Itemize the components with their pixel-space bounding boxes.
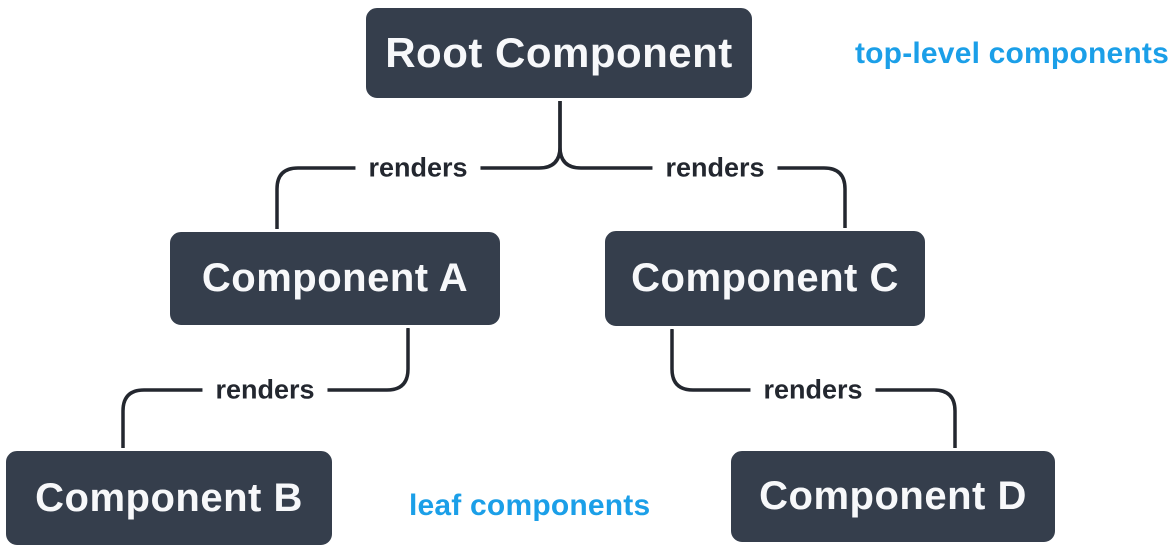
node-root-component: Root Component — [363, 5, 755, 101]
node-label: Component B — [35, 475, 303, 520]
node-component-c: Component C — [602, 228, 928, 329]
edge-label-renders-root-c: renders — [652, 150, 778, 186]
node-component-d: Component D — [728, 448, 1058, 545]
node-label: Component C — [631, 256, 899, 300]
node-label: Component A — [201, 256, 469, 300]
edge-label-renders-a-b: renders — [202, 372, 328, 408]
edge-label-renders-c-d: renders — [750, 372, 876, 408]
node-component-b: Component B — [3, 448, 335, 548]
node-label: Component D — [759, 474, 1027, 518]
node-component-a: Component A — [167, 229, 503, 328]
annotation-leaf-components: leaf components — [409, 489, 651, 522]
edge-label-renders-root-a: renders — [355, 150, 481, 186]
annotation-top-level-components: top-level components — [854, 37, 1169, 70]
node-label: Root Component — [385, 29, 733, 76]
